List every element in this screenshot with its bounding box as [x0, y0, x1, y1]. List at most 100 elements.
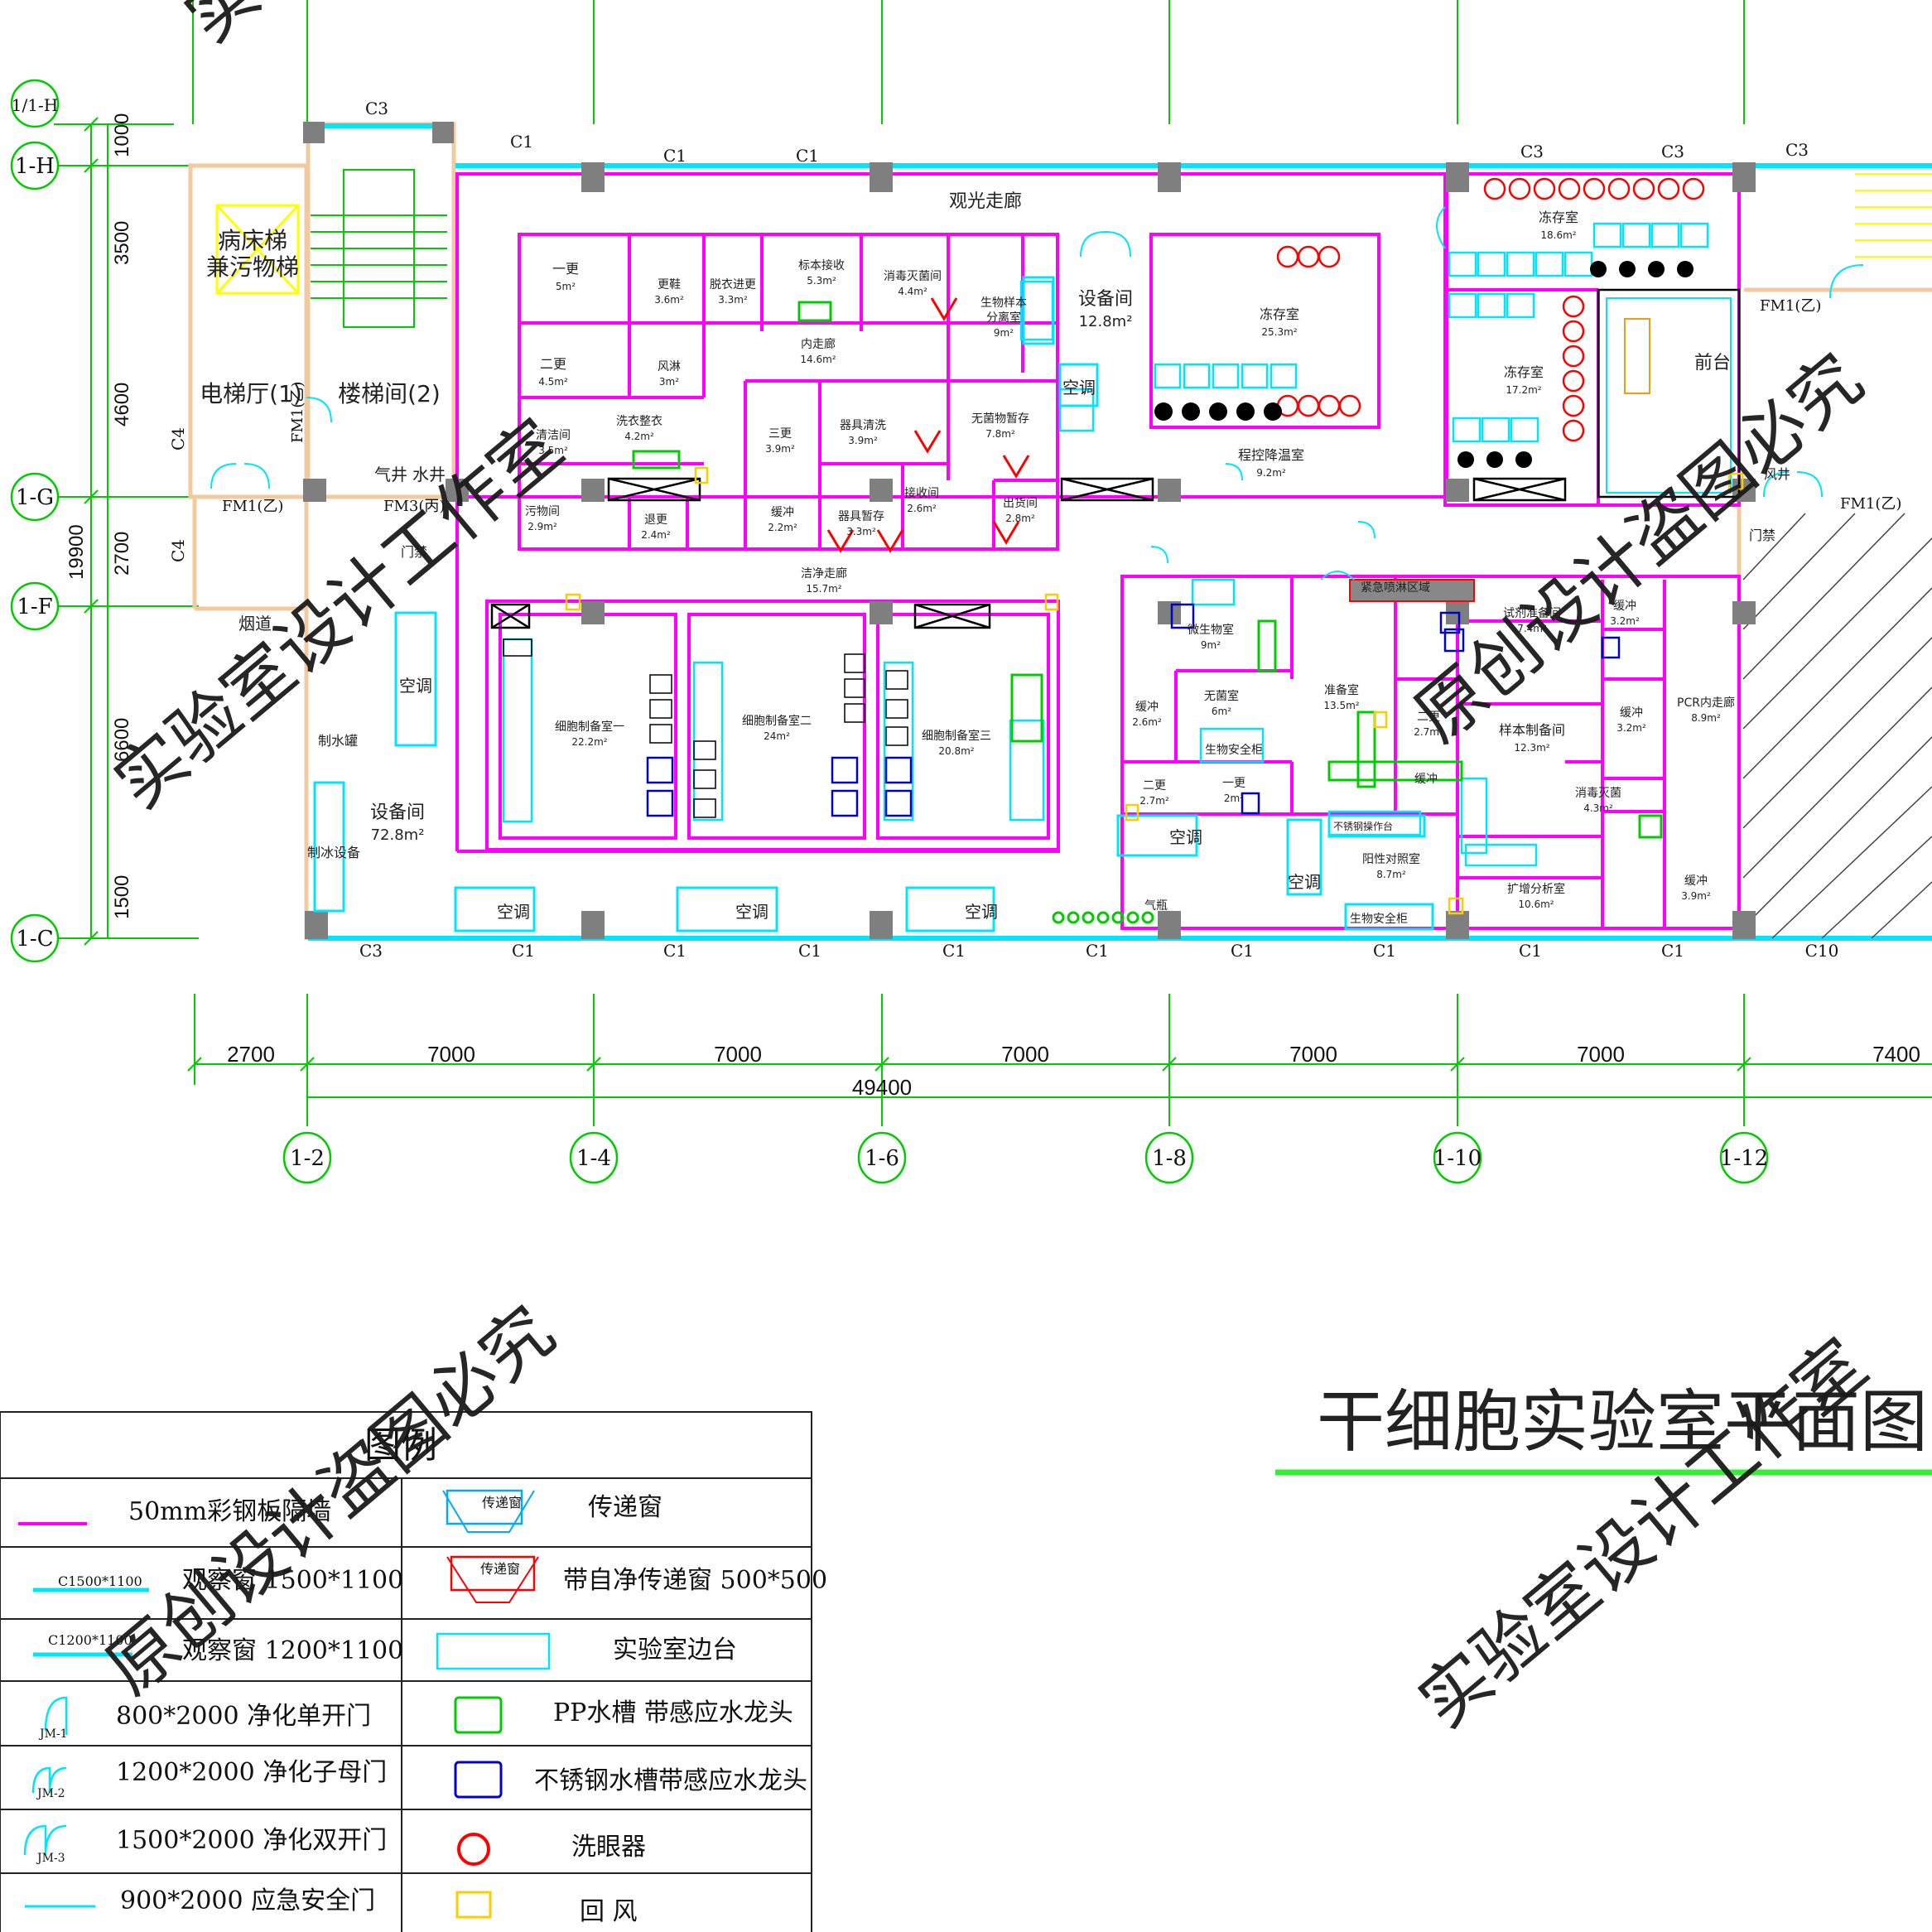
window-left-1: C4	[168, 539, 188, 562]
dim-2700: 2700	[111, 532, 133, 576]
room-name-26: 无菌物暂存	[971, 412, 1029, 426]
page-title: 干细胞实验室平面图	[1317, 1383, 1928, 1462]
room-name-24: 三更	[768, 427, 792, 441]
axis-label-1-2: 1-2	[290, 1146, 325, 1171]
room-name-39: 制水罐	[318, 733, 358, 749]
room-name-21: 风淋	[658, 360, 681, 373]
room-name-49: 样本制备间	[1499, 722, 1565, 738]
black-tanks	[1154, 261, 1694, 468]
room-area-44: 2m²	[1224, 793, 1244, 804]
door-fm1-vertical: FM1(乙)	[289, 382, 306, 443]
axis-bubbles-bottom	[282, 1131, 1769, 1184]
room-name-35: 细胞制备室二	[742, 714, 812, 728]
window-bottom-8: C1	[1519, 941, 1542, 961]
legend-pass-box: 传递窗	[588, 1493, 662, 1522]
room-area-52: 3.2m²	[1616, 722, 1646, 734]
room-name-46: 二更	[1417, 711, 1440, 724]
room-name-48: 阳性对照室	[1362, 852, 1420, 866]
door-labels: FM1(乙) FM3(丙) FM1(乙) FM1(乙) FM1(乙)	[222, 297, 1901, 515]
axis-label-1-H: 1-H	[15, 154, 55, 179]
room-area-16: 18.6m²	[1540, 229, 1576, 241]
room-area-55: 10.6m²	[1518, 899, 1554, 910]
reception	[1597, 288, 1741, 499]
room-area-46: 2.7m²	[1414, 726, 1443, 738]
room-name-18: 前台	[1694, 353, 1731, 373]
dim-total-19900: 19900	[65, 524, 88, 580]
room-name-53: PCR内走廊	[1677, 696, 1735, 710]
legend-door-jm2: 1200*2000 净化子母门	[116, 1758, 387, 1787]
room-area-22: 4.2m²	[624, 431, 654, 442]
room-name-25: 器具清洗	[840, 419, 886, 432]
axis-label-1-8: 1-8	[1152, 1146, 1187, 1171]
room-name-28: 器具暂存	[838, 510, 884, 523]
room-area-24: 3.9m²	[765, 443, 795, 455]
room-area-37: 72.8m²	[371, 826, 425, 844]
gas-label: 气瓶	[1144, 899, 1168, 913]
room-name-31: 退更	[644, 513, 667, 527]
window-bottom-3: C1	[798, 941, 821, 961]
pp-sinks	[632, 301, 1663, 839]
dim-3500: 3500	[111, 221, 133, 265]
room-area-19: 14.6m²	[800, 354, 836, 365]
room-name-23: 清洁间	[536, 429, 571, 442]
stairs-right	[1855, 173, 1932, 258]
axis-label-1-1-H: 1/1-H	[12, 95, 58, 115]
dim-b-7400: 7400	[1872, 1042, 1920, 1067]
dim-b-7000-5: 7000	[1577, 1042, 1625, 1067]
room-name-8: 更鞋	[658, 278, 681, 291]
room-name-0: 观光走廊	[949, 191, 1022, 212]
room-area-51: 3.2m²	[1610, 615, 1640, 627]
ac-label-6: 空调	[399, 676, 432, 696]
room-area-49: 12.3m²	[1514, 742, 1549, 754]
dim-4600: 4600	[111, 383, 133, 426]
watermarks: 实验室设计工作室 原创设计盗图必究 原创设计盗图必究 实验室设计工作室 实	[91, 0, 1882, 1743]
room-name-14: 冻存室	[1260, 306, 1299, 322]
room-name-54: 消毒灭菌	[1575, 787, 1621, 800]
left-dimensions: 1000 3500 4600 2700 6600 1500 19900	[65, 113, 133, 919]
room-name-45: 准备室	[1324, 683, 1359, 697]
dim-6600: 6600	[111, 718, 133, 762]
door-fm1-left: FM1(乙)	[222, 498, 283, 515]
legend-partition: 50mm彩钢板隔墙	[128, 1497, 331, 1526]
axis-label-1-4: 1-4	[576, 1146, 611, 1171]
watermark-5: 实	[170, 0, 275, 58]
bottom-dimensions: 2700 7000 7000 7000 7000 7000 7400 49400	[227, 1042, 1920, 1100]
ac-label-1: 空调	[497, 902, 530, 922]
room-name-57: 紧急喷淋区域	[1361, 581, 1430, 595]
window-bottom-7: C1	[1373, 941, 1396, 961]
room-name-32: 出货间	[1003, 496, 1038, 510]
room-area-36: 20.8m²	[938, 745, 974, 757]
room-name-7: 一更	[552, 261, 579, 277]
window-top-1: C1	[510, 132, 533, 152]
room-name-1-1: 兼污物梯	[206, 253, 299, 281]
room-area-26: 7.8m²	[985, 428, 1015, 440]
window-top-4: C3	[1520, 142, 1544, 161]
room-area-31: 2.4m²	[641, 529, 671, 541]
window-left-0: C4	[168, 427, 188, 450]
room-area-27: 2.6m²	[907, 503, 937, 514]
room-area-33: 15.7m²	[806, 583, 841, 595]
legend-code-c1500: C1500*1100	[58, 1573, 142, 1589]
equipment-labels: 空调 空调 空调 空调 空调 空调 空调 气瓶 生物安全柜 生物安全柜 不锈钢操…	[399, 378, 1408, 926]
room-area-7: 5m²	[556, 281, 576, 292]
room-name-41: 无菌室	[1204, 689, 1239, 703]
room-area-29: 2.2m²	[768, 522, 797, 533]
room-name-30: 污物间	[525, 505, 560, 518]
window-bottom-0: C3	[359, 941, 383, 961]
room-name-51: 缓冲	[1613, 600, 1636, 613]
room-name-5: 水井	[412, 465, 446, 484]
room-name-3: 楼梯间(2)	[338, 380, 441, 407]
room-area-17: 17.2m²	[1506, 384, 1541, 396]
axis-label-1-G: 1-G	[16, 485, 54, 510]
door-fm1-right-top: FM1(乙)	[1760, 297, 1821, 315]
room-area-23: 3.5m²	[538, 445, 568, 456]
elevator	[215, 204, 300, 295]
room-name-50: 试剂准备间	[1503, 606, 1561, 620]
legend-self-clean-icon-label: 传递窗	[480, 1561, 520, 1577]
incubators	[503, 638, 908, 818]
window-top-0: C3	[365, 99, 388, 118]
room-name-13: 设备间	[1078, 289, 1133, 310]
room-area-42: 2.6m²	[1132, 716, 1162, 728]
axis-label-1-10: 1-10	[1433, 1146, 1482, 1171]
